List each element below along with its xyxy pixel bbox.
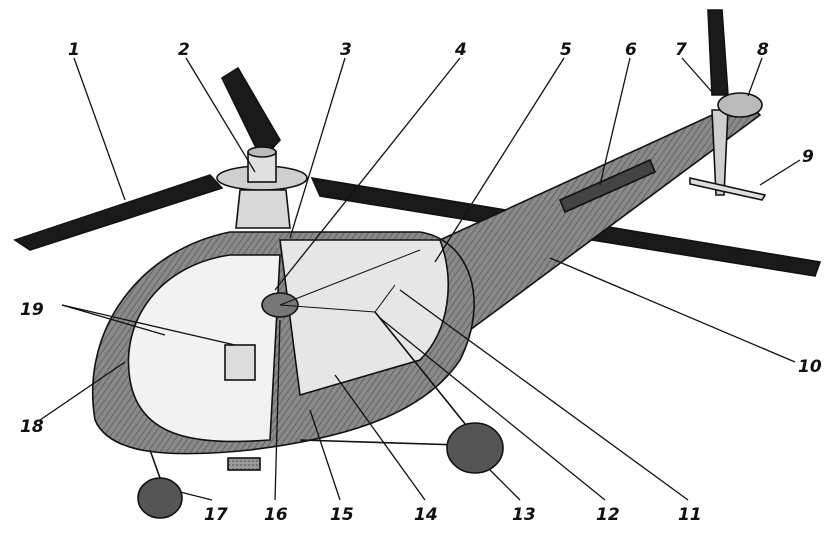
leader-10 — [549, 257, 796, 363]
leader-4 — [274, 57, 461, 291]
leader-6 — [599, 57, 631, 186]
callout-4: 4 — [454, 40, 467, 60]
fuselage — [91, 231, 475, 455]
leader-13 — [489, 469, 521, 501]
leader-3 — [289, 57, 346, 239]
callout-14: 14 — [414, 505, 438, 525]
leader-17 — [179, 491, 213, 501]
leader-7 — [681, 57, 713, 93]
callout-16: 16 — [264, 505, 288, 525]
leader-8 — [747, 57, 763, 97]
leader-16 — [274, 319, 281, 501]
callout-3: 3 — [340, 40, 352, 60]
leader-19a — [61, 304, 166, 336]
tail-rotor — [689, 9, 767, 201]
leader-18 — [39, 361, 126, 421]
callout-5: 5 — [560, 40, 572, 60]
rotor-hub — [216, 146, 308, 229]
callout-15: 15 — [330, 505, 354, 525]
callout-6: 6 — [625, 40, 637, 60]
leader-19b — [61, 304, 236, 346]
leader-12 — [379, 317, 606, 501]
leader-11 — [399, 289, 689, 501]
callout-8: 8 — [757, 40, 769, 60]
callout-13: 13 — [512, 505, 536, 525]
leader-14 — [334, 374, 426, 501]
callout-2: 2 — [178, 40, 190, 60]
leader-2 — [185, 57, 256, 173]
callout-1: 1 — [68, 40, 80, 60]
leader-15 — [309, 409, 341, 501]
callout-17: 17 — [204, 505, 228, 525]
callout-12: 12 — [596, 505, 620, 525]
landing-gear — [137, 311, 504, 519]
callout-10: 10 — [798, 357, 822, 377]
tail-boom — [439, 99, 762, 332]
callout-19: 19 — [20, 300, 44, 320]
leader-9 — [759, 159, 801, 186]
callout-18: 18 — [20, 417, 44, 437]
callout-labels: 1 2 3 4 5 6 7 8 9 10 11 12 13 14 15 16 1… — [20, 40, 822, 525]
leader-lines — [39, 57, 801, 501]
leader-5 — [434, 57, 565, 263]
callout-9: 9 — [802, 147, 814, 167]
callout-7: 7 — [675, 40, 687, 60]
leader-1 — [73, 57, 126, 201]
callout-11: 11 — [678, 505, 702, 525]
